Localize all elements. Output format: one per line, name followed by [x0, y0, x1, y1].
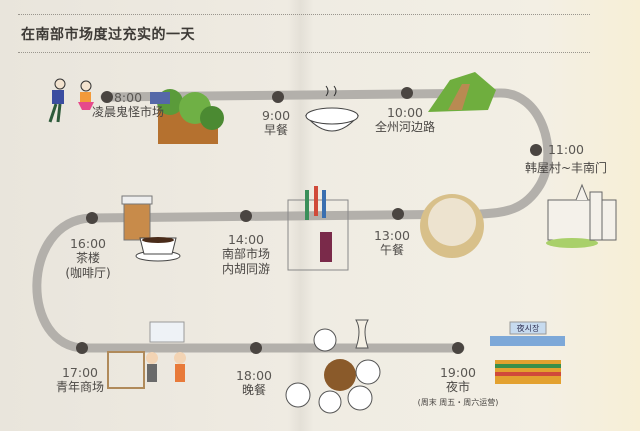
stop-dot-17: [76, 342, 88, 354]
stop-name-line2: 内胡同游: [221, 262, 271, 276]
stop-name: 夜市: [445, 380, 471, 394]
stop-name: 凌晨鬼怪市场: [91, 105, 165, 119]
stop-time: 13:00: [373, 228, 411, 243]
stop-dot-16: [86, 212, 98, 224]
top-dotted-rule: [18, 14, 590, 15]
stop-name: 茶楼: [75, 251, 100, 265]
riverside-path-illustration: [428, 72, 496, 112]
vegetables-illustration: [150, 89, 224, 144]
stop-name-line2: (咖啡厅): [65, 266, 111, 280]
youth-mall-illustration: [107, 321, 186, 389]
night-market-sign: 夜시장: [517, 323, 540, 333]
route-path: [32, 88, 553, 353]
alley-illustration: [287, 186, 349, 271]
stop-dot-14: [240, 210, 252, 222]
stop-name: 青年商场: [55, 380, 105, 394]
stop-time: 10:00: [386, 105, 424, 120]
coffee-illustration: [121, 195, 181, 262]
stop-name: 韩屋村~丰南门: [524, 161, 608, 175]
hanok-cathedral-illustration: [546, 183, 617, 248]
stop-dot-8: [101, 91, 113, 103]
stop-dot-11: [530, 144, 542, 156]
stop-dot-19: [452, 342, 464, 354]
stop-name: 晚餐: [241, 383, 266, 397]
stop-name: 早餐: [263, 123, 289, 137]
night-market-stall-illustration: [490, 321, 565, 384]
stop-name: 南部市场: [221, 247, 271, 261]
stop-time: 19:00: [439, 365, 477, 380]
rice-bowl-illustration: [304, 85, 360, 132]
stop-11: 11:00 韩屋村~丰南门: [525, 142, 607, 176]
stop-time: 16:00: [69, 236, 107, 251]
stop-dot-13: [392, 208, 404, 220]
dancing-couple-illustration: [48, 78, 94, 123]
title-dotted-rule: [18, 52, 590, 53]
stop-time: 17:00: [61, 365, 99, 380]
stop-time: 11:00: [547, 142, 585, 157]
stop-name: 全州河边路: [374, 120, 436, 134]
dinner-dishes-illustration: [285, 319, 381, 414]
stop-time: 9:00: [261, 108, 291, 123]
stop-time: 8:00: [113, 90, 143, 105]
stop-time: 18:00: [235, 368, 273, 383]
page-title: 在南部市场度过充实的一天: [21, 27, 195, 43]
stop-dot-10: [401, 87, 413, 99]
stop-dot-9: [272, 91, 284, 103]
stop-name: 午餐: [379, 243, 404, 257]
stop-dot-18: [250, 342, 262, 354]
stop-time: 14:00: [227, 232, 265, 247]
stop-note: (周末 周五・周六运营): [417, 398, 499, 407]
lunch-bowl-illustration: [420, 194, 484, 258]
